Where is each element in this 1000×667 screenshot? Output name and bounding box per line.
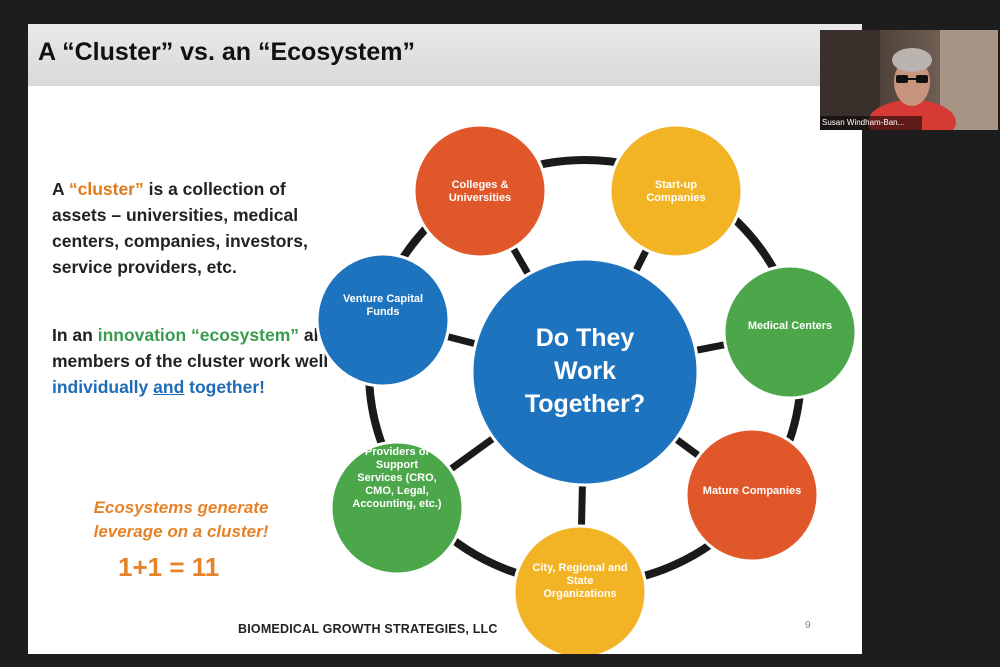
slide-title: A “Cluster” vs. an “Ecosystem”: [38, 38, 415, 66]
para2-intro: In an: [52, 325, 98, 345]
slide: A “Cluster” vs. an “Ecosystem” A “cluste…: [28, 24, 862, 654]
para1-a: A: [52, 179, 69, 199]
and-word: and: [153, 377, 185, 397]
node-label-colleges: Colleges & Universities: [448, 179, 512, 204]
innovation-ecosystem-word: innovation “ecosystem”: [97, 325, 300, 345]
equation: 1+1 = 11: [118, 552, 220, 582]
node-startups: [608, 123, 744, 259]
cluster-word: “cluster”: [68, 179, 144, 199]
node-mature-companies: [684, 427, 820, 563]
center-circle: [470, 257, 700, 487]
node-label-mature-companies: Mature Companies: [702, 485, 802, 497]
node-venture-capital: [315, 252, 451, 388]
ecosystem-definition-text: In an innovation “ecosystem” all members…: [52, 322, 332, 400]
tagline: Ecosystems generate leverage on a cluste…: [93, 498, 269, 541]
participant-video: [820, 30, 998, 130]
cluster-definition-text: A “cluster” is a collection of assets – …: [52, 176, 332, 280]
para1-rest: is a collection of assets – universities…: [52, 179, 308, 277]
node-label-medical-centers: Medical Centers: [747, 320, 833, 332]
node-city-organizations: [512, 524, 648, 654]
ecosystem-diagram: [315, 123, 858, 654]
individually-word: individually: [52, 377, 154, 397]
node-label-support-providers: Providers of Support Services (CRO, CMO,…: [352, 446, 442, 510]
node-support-providers: [329, 440, 465, 576]
footer-company: BIOMEDICAL GROWTH STRATEGIES, LLC: [238, 622, 498, 636]
node-label-venture-capital: Venture Capital Funds: [342, 293, 424, 318]
node-label-startups: Start-up Companies: [646, 179, 706, 204]
slide-title-bar: A “Cluster” vs. an “Ecosystem”: [28, 24, 862, 86]
page-number: 9: [805, 620, 811, 631]
webcam-thumbnail[interactable]: Susan Windham-Ban...: [820, 30, 998, 130]
node-label-city-organizations: City, Regional and State Organizations: [532, 562, 628, 600]
participant-name: Susan Windham-Ban...: [820, 116, 922, 130]
together-word: together!: [184, 377, 265, 397]
center-label: Do They Work Together?: [524, 324, 646, 418]
node-colleges: [412, 123, 548, 259]
node-medical-centers: [722, 264, 858, 400]
